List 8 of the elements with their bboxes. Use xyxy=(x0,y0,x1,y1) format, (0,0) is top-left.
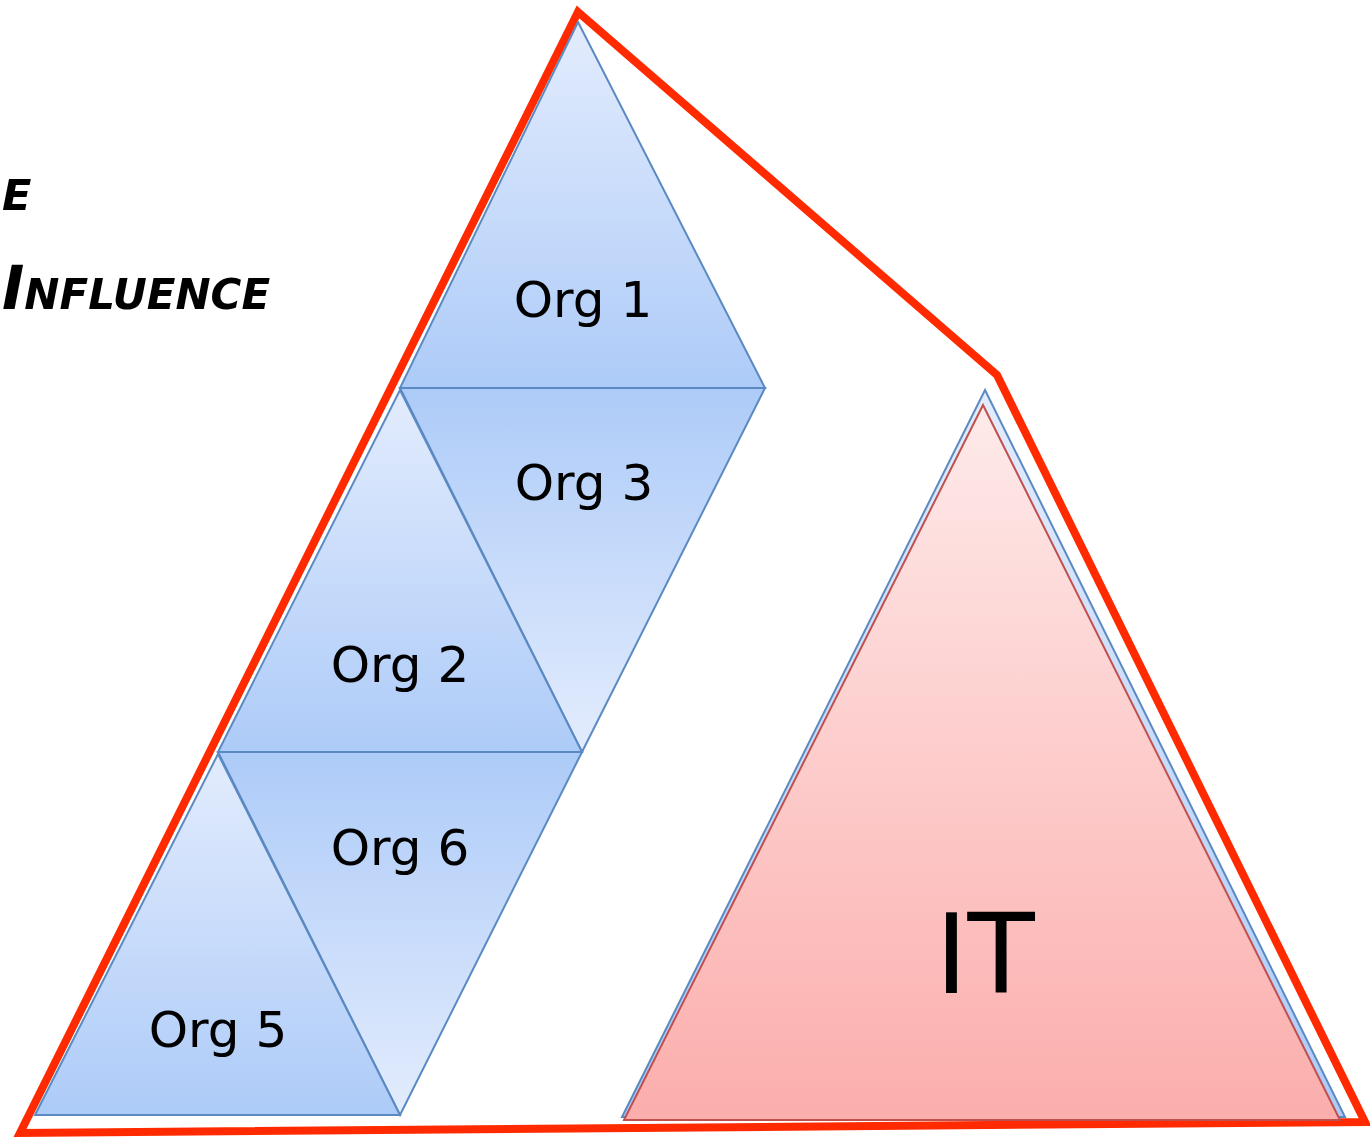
heading-text: e xyxy=(2,158,32,220)
node-label: Org 2 xyxy=(330,640,470,690)
heading-text: Influence xyxy=(2,258,271,318)
node-label: Org 1 xyxy=(513,275,653,325)
node-label: Org 6 xyxy=(330,823,470,873)
node-label: Org 3 xyxy=(514,458,654,508)
node-label: IT xyxy=(935,900,1035,1010)
node-label: Org 5 xyxy=(148,1005,288,1055)
